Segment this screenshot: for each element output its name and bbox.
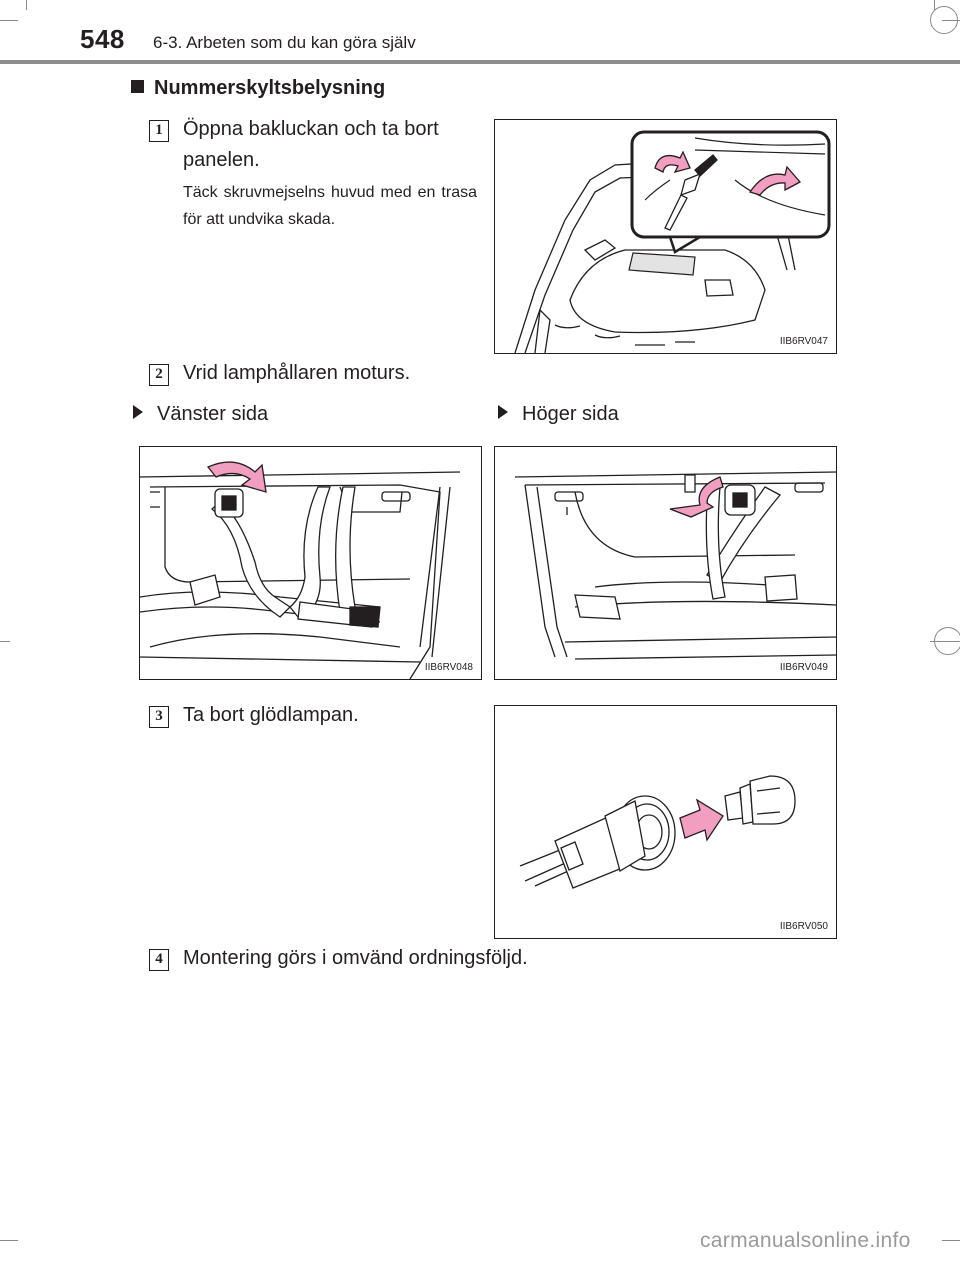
figure-remove-bulb: IIB6RV050 bbox=[494, 705, 837, 939]
right-side-label: Höger sida bbox=[498, 403, 619, 426]
figure-code: IIB6RV047 bbox=[779, 336, 828, 347]
registration-mark-icon bbox=[930, 6, 958, 34]
left-side-label: Vänster sida bbox=[133, 403, 268, 426]
crop-mark bbox=[930, 641, 960, 642]
header-rule bbox=[0, 60, 960, 64]
section-header: 6-3. Arbeten som du kan göra själv bbox=[153, 33, 416, 52]
left-side-label-text: Vänster sida bbox=[157, 403, 269, 425]
step-1-note: Täck skruvmejselns huvud med en trasa fö… bbox=[183, 184, 477, 228]
bulb-removal-illustration bbox=[519, 775, 796, 889]
step-2-text: Vrid lamphållaren moturs. bbox=[183, 362, 411, 384]
triangle-bullet-icon bbox=[133, 405, 143, 419]
step-3-text: Ta bort glödlampan. bbox=[183, 704, 359, 726]
section-title: Nummerskyltsbelysning bbox=[131, 77, 385, 100]
figure-left-side-socket: IIB6RV048 bbox=[139, 446, 482, 680]
figure-code: IIB6RV048 bbox=[424, 662, 473, 673]
watermark: carmanualsonline.info bbox=[700, 1229, 911, 1252]
crop-mark bbox=[0, 1240, 18, 1241]
step-number-2: 2 bbox=[149, 364, 169, 386]
right-side-label-text: Höger sida bbox=[522, 403, 619, 425]
crop-mark bbox=[942, 1240, 960, 1241]
figure-code: IIB6RV050 bbox=[779, 921, 828, 932]
figure-tailgate-panel: IIB6RV047 bbox=[494, 119, 837, 354]
step-4-text: Montering görs i omvänd ordningsföljd. bbox=[183, 947, 528, 969]
figure-code: IIB6RV049 bbox=[779, 662, 828, 673]
crop-mark bbox=[26, 0, 27, 10]
square-bullet-icon bbox=[131, 80, 144, 93]
tailgate-illustration bbox=[514, 130, 831, 353]
step-number-4: 4 bbox=[149, 949, 169, 971]
page-number: 548 bbox=[80, 24, 125, 54]
crop-mark bbox=[934, 0, 935, 10]
triangle-bullet-icon bbox=[498, 405, 508, 419]
crop-mark bbox=[0, 641, 10, 642]
left-side-illustration bbox=[140, 461, 461, 679]
right-side-illustration bbox=[514, 471, 836, 660]
step-number-1: 1 bbox=[149, 120, 169, 142]
step-1-text: Öppna bakluckan och ta bort panelen. bbox=[183, 118, 439, 171]
figure-right-side-socket: IIB6RV049 bbox=[494, 446, 837, 680]
crop-mark bbox=[0, 20, 18, 21]
section-title-text: Nummerskyltsbelysning bbox=[154, 77, 386, 99]
step-number-3: 3 bbox=[149, 706, 169, 728]
